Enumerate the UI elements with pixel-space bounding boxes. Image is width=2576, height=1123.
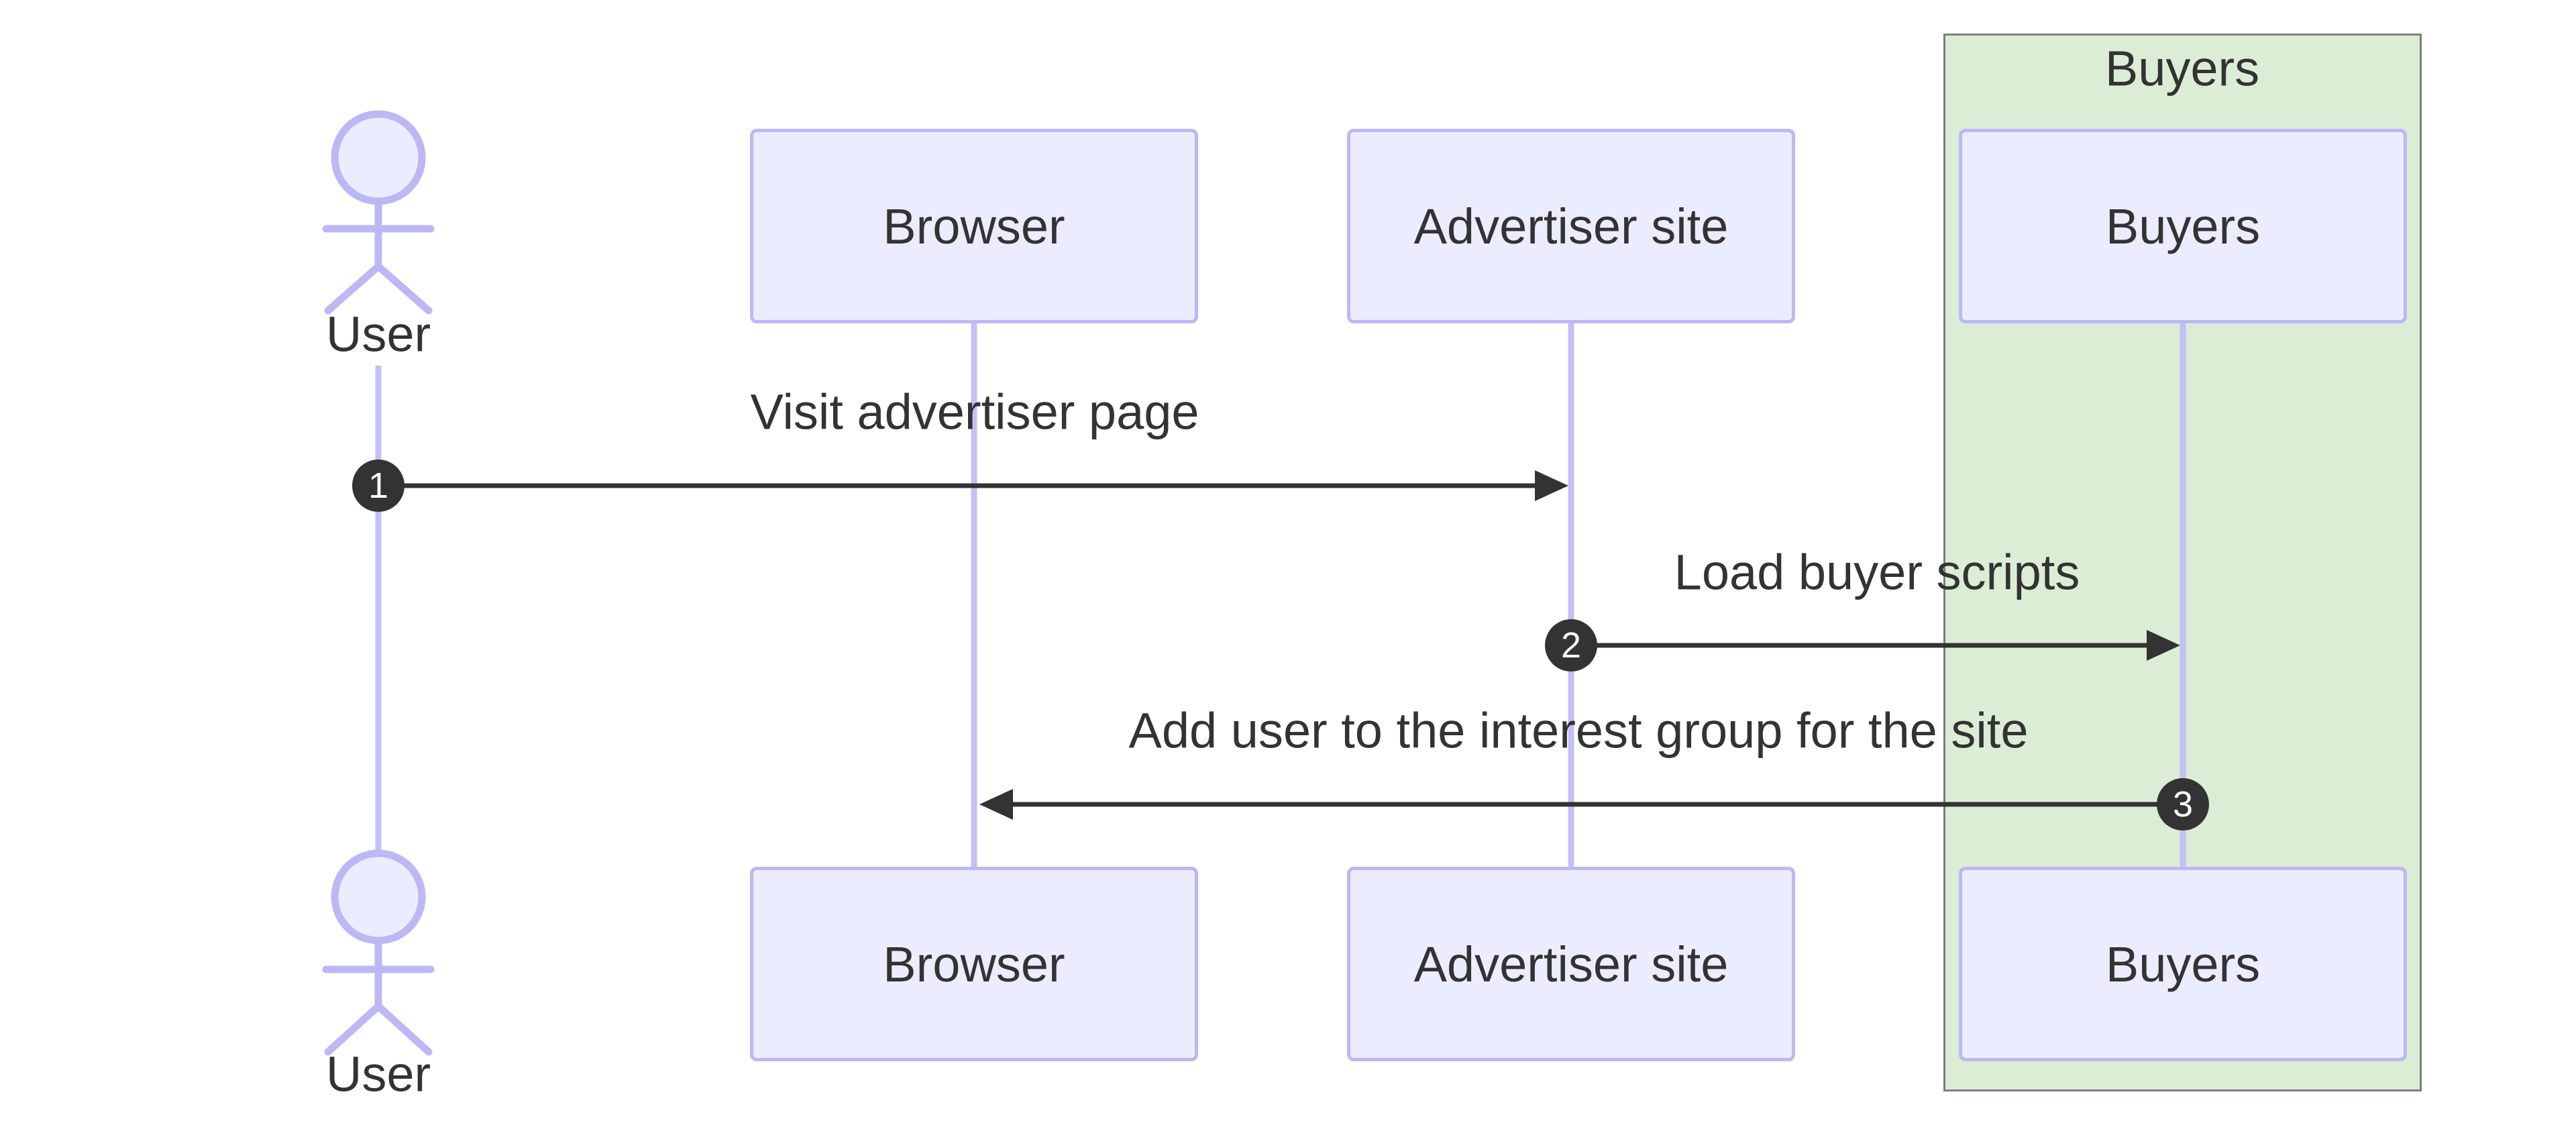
arrowhead-right-2 <box>2147 630 2180 661</box>
lifelines <box>375 323 2186 867</box>
participant-label: Buyers <box>2105 936 2261 992</box>
participant-box-advertiser-bottom: Advertiser site <box>1347 867 1795 1061</box>
participant-label: Buyers <box>2105 198 2261 254</box>
participant-box-browser-bottom: Browser <box>750 867 1198 1061</box>
arrowhead-left-3 <box>979 789 1013 820</box>
message-label-3: Add user to the interest group for the s… <box>1128 702 2029 759</box>
user-actor-icon <box>322 110 435 315</box>
participant-label: Browser <box>883 936 1065 992</box>
message-label-1: Visit advertiser page <box>750 384 1199 440</box>
participant-label: Advertiser site <box>1413 198 1729 254</box>
participant-box-browser-top: Browser <box>750 129 1198 323</box>
message-arrows <box>378 470 2183 820</box>
sequence-number-badge-1: 1 <box>352 460 405 512</box>
participant-label: Advertiser site <box>1413 936 1729 992</box>
sequence-number-badge-2: 2 <box>1545 619 1597 672</box>
participant-box-buyers-top: Buyers <box>1959 129 2407 323</box>
participant-label: Browser <box>883 198 1065 254</box>
participant-box-advertiser-top: Advertiser site <box>1347 129 1795 323</box>
user-actor-label-top: User <box>325 306 431 362</box>
participant-box-buyers-bottom: Buyers <box>1959 867 2407 1061</box>
arrowhead-right-1 <box>1535 470 1568 501</box>
user-actor-icon-bottom <box>322 849 435 1056</box>
buyers-group-label: Buyers <box>2104 40 2260 97</box>
message-label-2: Load buyer scripts <box>1674 544 2080 600</box>
sequence-number-badge-3: 3 <box>2157 778 2209 831</box>
user-actor-label-bottom: User <box>325 1046 431 1102</box>
